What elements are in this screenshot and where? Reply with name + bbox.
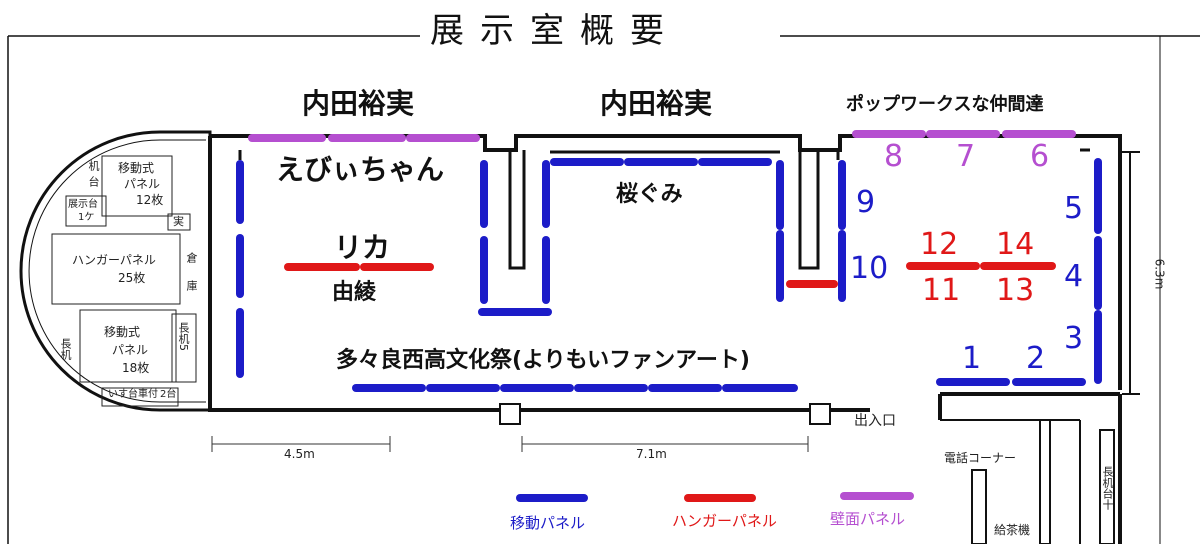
panel-number-6: 6 xyxy=(1030,139,1050,174)
storage-mobile18-line2: パネル xyxy=(112,343,149,357)
storage-hanger25-line1: ハンガーパネル xyxy=(72,253,156,267)
area-label-rika: リカ xyxy=(334,231,391,264)
area-label-uchida-center: 内田裕実 xyxy=(600,87,713,120)
storage-room-inner xyxy=(28,139,206,403)
panel-number-14: 14 xyxy=(996,227,1035,262)
legend-wall-label: 壁面パネル xyxy=(830,510,906,528)
storage-small-b-label: 1ケ xyxy=(78,212,95,223)
panel-number-12: 12 xyxy=(920,227,959,262)
panel-number-7: 7 xyxy=(956,139,976,174)
panel-number-10: 10 xyxy=(850,251,889,286)
panel-number-11: 11 xyxy=(922,273,961,308)
storage-small-a xyxy=(65,195,107,227)
storage-cart-label: いす台車付 xyxy=(108,389,158,400)
storage-cart xyxy=(101,387,179,407)
area-label-ebii: えびぃちゃん xyxy=(276,153,445,186)
panel-number-9: 9 xyxy=(856,185,876,220)
storage-mid-b: 庫 xyxy=(185,280,198,291)
page-title: 展示室概要 xyxy=(430,11,680,51)
storage-vert-table-label: 長机 xyxy=(59,338,72,360)
area-label-uchida-left: 内田裕実 xyxy=(302,87,415,120)
panel-number-5: 5 xyxy=(1064,191,1084,226)
storage-kyo-box xyxy=(167,213,191,231)
area-label-popworks: ポップワークスな仲間達 xyxy=(846,94,1044,115)
storage-mobile12-line3: 12枚 xyxy=(136,193,164,207)
phone-corner-label: 電話コーナー xyxy=(944,451,1017,465)
storage-mobile12 xyxy=(101,155,173,217)
storage-table-label: 机 xyxy=(87,160,100,171)
storage-mobile12-line1: 移動式 xyxy=(118,161,155,175)
storage-room-outline xyxy=(19,130,212,412)
storage-mobile18 xyxy=(79,309,177,383)
storage-cart-count: 2台 xyxy=(160,389,177,400)
dimension-7-1m: 7.1m xyxy=(636,447,667,461)
storage-hanger25-line2: 25枚 xyxy=(118,271,146,285)
wall-panels xyxy=(248,130,1076,142)
mobile-panels xyxy=(236,158,1102,392)
entrance-label: 出入口 xyxy=(854,413,896,429)
area-label-yuki: 由綾 xyxy=(332,280,377,305)
legend-mobile-label: 移動パネル xyxy=(510,514,586,532)
panel-number-1: 1 xyxy=(962,341,982,376)
area-label-tatara: 多々良西高文化祭(よりもいファンアート) xyxy=(336,348,750,373)
partitions xyxy=(238,148,1090,270)
storage-table-label2: 台 xyxy=(87,176,100,187)
panel-number-2: 2 xyxy=(1026,341,1046,376)
panel-number-4: 4 xyxy=(1064,259,1084,294)
dimension-4-5m: 4.5m xyxy=(284,447,315,461)
panel-number-8: 8 xyxy=(884,139,904,174)
dimension-6-3m: 6.3m xyxy=(1152,258,1167,290)
storage-small-a-label: 展示台 xyxy=(68,199,98,210)
panel-number-13: 13 xyxy=(996,273,1035,308)
storage-mobile18-line3: 18枚 xyxy=(122,361,150,375)
storage-mobile12-line2: パネル xyxy=(124,177,161,191)
storage-vert-cabinet-label: 長机5 xyxy=(177,322,190,351)
storage-kyo-label: 実 xyxy=(173,215,184,228)
storage-mid-a: 倉 xyxy=(185,252,198,263)
area-label-sakura: 桜ぐみ xyxy=(616,182,683,207)
hanger-panels xyxy=(284,262,1056,288)
storage-mobile18-line1: 移動式 xyxy=(104,325,141,339)
storage-hanger25 xyxy=(51,233,181,305)
panel-number-3: 3 xyxy=(1064,321,1084,356)
tea-machine-label: 給茶機 xyxy=(994,523,1031,537)
dimension-lines xyxy=(211,436,809,452)
corridor xyxy=(499,36,1161,544)
long-table-label: 長机台十 xyxy=(1101,466,1114,510)
storage-vert-cabinet xyxy=(171,313,197,383)
legend-hanger-label: ハンガーパネル xyxy=(672,512,777,530)
